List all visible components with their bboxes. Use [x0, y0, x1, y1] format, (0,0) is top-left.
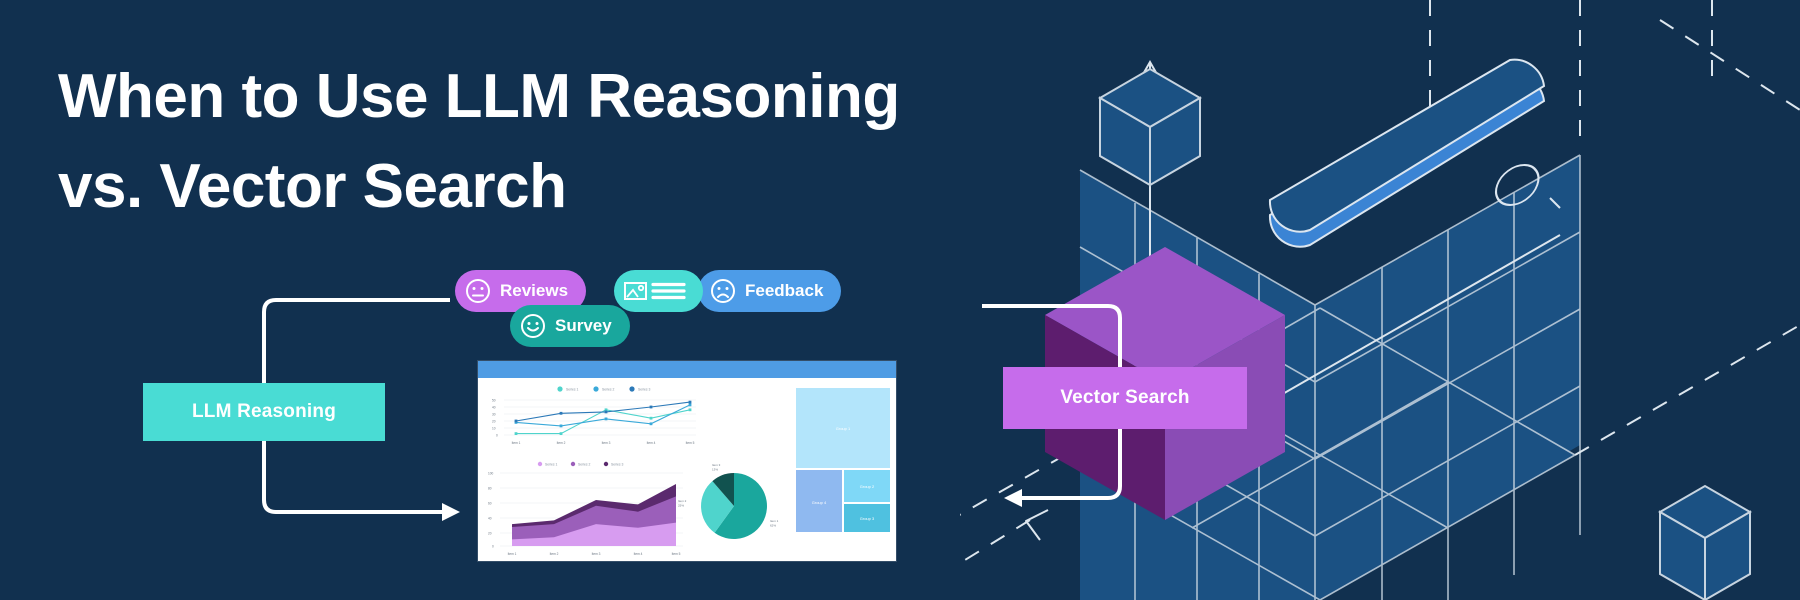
dashboard-body: Series 1 Series 2 Series 3 — [478, 378, 896, 561]
dashboard-charts: Series 1 Series 2 Series 3 — [488, 386, 890, 556]
treemap-label-1: Group 1 — [836, 426, 851, 431]
line-chart-yticks: 50 40 30 20 10 0 — [492, 399, 498, 438]
area-chart-legend: Series 1 Series 2 Series 3 — [537, 461, 624, 466]
pie-value-3: 13% — [712, 468, 718, 472]
pill-cluster: Feedback Reviews — [455, 270, 905, 360]
legend-series-2: Series 2 — [602, 388, 615, 392]
llm-reasoning-label: LLM Reasoning — [191, 401, 337, 422]
dashboard-header-bar — [478, 361, 896, 378]
connector-right-top — [982, 304, 1122, 378]
search-bar-3d — [1268, 58, 1561, 248]
arrow-head-right — [442, 503, 460, 521]
treemap-tile-1 — [796, 388, 890, 468]
svg-text:Item 2: Item 2 — [550, 552, 559, 556]
svg-text:Item 5: Item 5 — [672, 552, 681, 556]
svg-text:Item 1: Item 1 — [512, 441, 521, 445]
line-chart-xticks: Item 1 Item 2 Item 3 Item 4 Item 5 — [512, 441, 695, 445]
treemap-tile-2 — [844, 470, 890, 502]
pie-chart: Item 1 62% Item 2 25% Item 3 13% — [678, 463, 779, 539]
svg-text:100: 100 — [488, 472, 494, 476]
connector-left-bottom — [262, 436, 452, 514]
svg-text:Item 2: Item 2 — [557, 441, 566, 445]
connector-right-bottom — [1012, 424, 1122, 500]
svg-text:30: 30 — [492, 413, 496, 417]
page-title: When to Use LLM Reasoning vs. Vector Sea… — [58, 52, 1058, 232]
happy-face-icon — [520, 313, 546, 339]
svg-text:Item 5: Item 5 — [686, 441, 695, 445]
wireframe-cube — [1098, 67, 1202, 187]
line-series-1 — [516, 409, 691, 435]
area-chart: Series 1 Series 2 Series 3 — [488, 461, 683, 556]
treemap-label-4: Group 4 — [812, 500, 827, 505]
svg-text:60: 60 — [488, 502, 492, 506]
pie-label-3: Item 3 — [712, 463, 721, 467]
svg-text:Item 3: Item 3 — [602, 441, 611, 445]
iso-dashed-axes — [960, 0, 1800, 565]
area-chart-xticks: Item 1 Item 2 Item 3 Item 4 Item 5 — [508, 552, 681, 556]
line-series-3-points — [514, 400, 692, 423]
vector-search-box[interactable]: Vector Search — [1003, 367, 1247, 429]
svg-text:0: 0 — [496, 434, 498, 438]
svg-text:10: 10 — [492, 427, 496, 431]
pill-feedback[interactable]: Feedback — [698, 270, 842, 312]
vector-search-label: Vector Search — [1060, 387, 1190, 408]
svg-text:20: 20 — [492, 420, 496, 424]
svg-text:Item 3: Item 3 — [592, 552, 601, 556]
pie-value-1: 62% — [770, 524, 776, 528]
line-series-1-points — [514, 408, 692, 435]
line-series-3 — [515, 401, 691, 422]
svg-text:0: 0 — [492, 545, 494, 549]
area-legend-series-3: Series 3 — [611, 462, 624, 466]
treemap-tile-4 — [796, 470, 842, 532]
treemap-label-3: Group 3 — [860, 516, 875, 521]
area-legend-series-2: Series 2 — [578, 462, 591, 466]
svg-text:Item 4: Item 4 — [647, 441, 656, 445]
treemap-chart: Group 1 Group 2 Group 3 Group 4 — [796, 388, 890, 532]
pill-feedback-label: Feedback — [745, 281, 824, 300]
svg-text:20: 20 — [488, 532, 492, 536]
pill-survey-label: Survey — [555, 316, 612, 335]
svg-text:50: 50 — [492, 399, 496, 403]
treemap-label-2: Group 2 — [860, 484, 875, 489]
pie-slice-3 — [712, 473, 734, 506]
treemap-tile-3 — [844, 504, 890, 532]
title-line-1: When to Use LLM Reasoning — [58, 62, 900, 131]
pie-label-1: Item 1 — [770, 519, 779, 523]
pie-slice-2 — [701, 481, 734, 533]
line-chart-grid — [504, 399, 696, 436]
legend-series-3: Series 3 — [638, 388, 651, 392]
area-legend-series-1: Series 1 — [545, 462, 558, 466]
svg-text:40: 40 — [488, 517, 492, 521]
analytics-dashboard[interactable]: Series 1 Series 2 Series 3 — [478, 361, 896, 561]
pie-label-2: Item 2 — [678, 499, 687, 503]
svg-text:40: 40 — [492, 406, 496, 410]
neutral-face-icon — [465, 278, 491, 304]
flow-connectors — [262, 298, 1122, 521]
image-and-lines-icon — [624, 278, 686, 304]
area-chart-yticks: 100 80 60 40 20 0 — [488, 472, 494, 549]
title-line-2: vs. Vector Search — [58, 151, 567, 221]
area-series-1 — [512, 522, 676, 546]
svg-text:Item 1: Item 1 — [508, 552, 517, 556]
pill-media[interactable] — [614, 270, 703, 312]
wireframe-cube-small — [1658, 484, 1752, 600]
pie-slice-1 — [714, 473, 767, 539]
svg-text:Item 4: Item 4 — [634, 552, 643, 556]
pill-reviews[interactable]: Reviews — [455, 270, 587, 312]
arrow-head-left — [1004, 489, 1022, 507]
line-chart-legend: Series 1 Series 2 Series 3 — [557, 386, 651, 392]
pill-reviews-label: Reviews — [500, 281, 569, 300]
sad-face-icon — [710, 278, 736, 304]
line-chart: Series 1 Series 2 Series 3 — [492, 386, 696, 445]
pill-survey[interactable]: Survey — [510, 305, 630, 347]
pie-value-2: 25% — [678, 504, 684, 508]
llm-reasoning-box[interactable]: LLM Reasoning — [143, 383, 385, 441]
pie-labels: Item 1 62% Item 2 25% Item 3 13% — [678, 463, 779, 528]
connector-left-top — [262, 298, 450, 400]
legend-series-1: Series 1 — [566, 388, 579, 392]
svg-text:80: 80 — [488, 487, 492, 491]
